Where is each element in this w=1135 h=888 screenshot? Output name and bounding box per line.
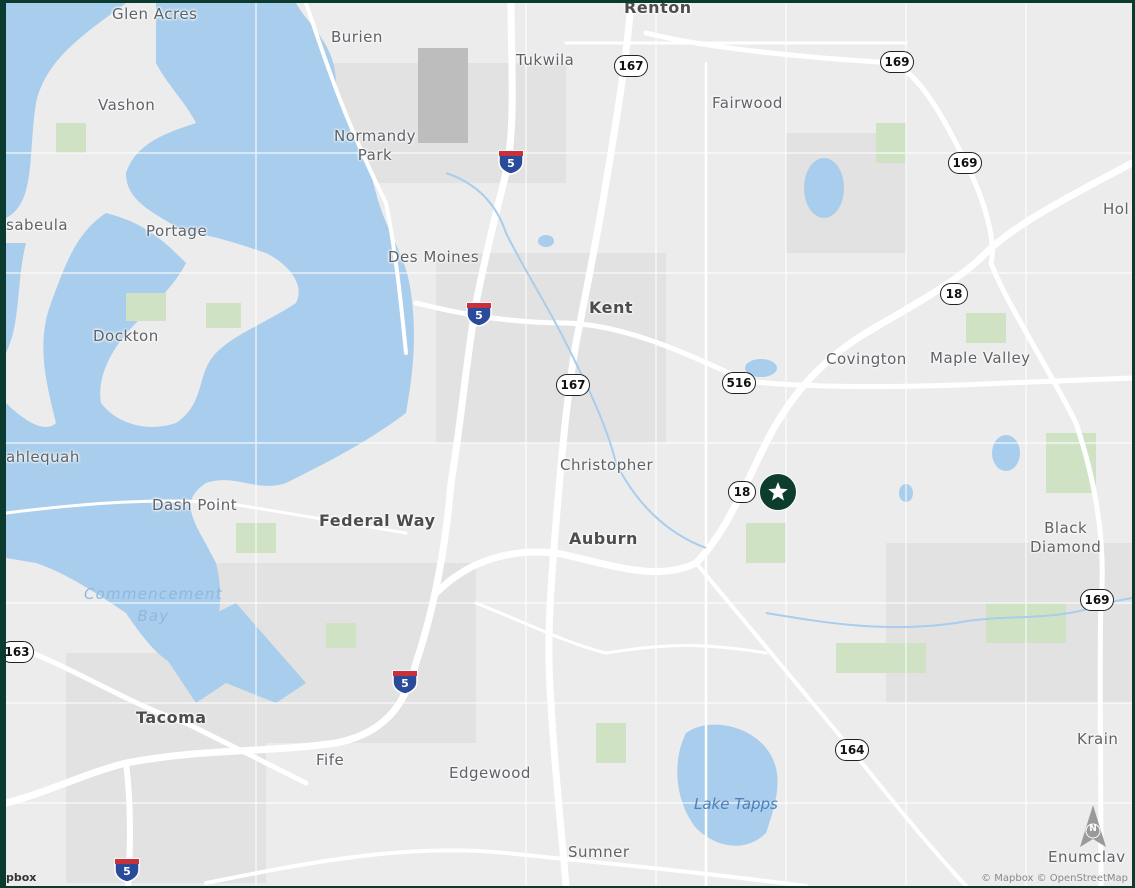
interstate-shield-icon <box>114 858 140 883</box>
place-label-krain: Krain <box>1077 730 1119 748</box>
interstate-shield-5-south: 5 <box>392 669 418 695</box>
map-base-layer <box>6 3 1132 886</box>
place-label-dash-point: Dash Point <box>152 496 238 514</box>
compass-icon <box>1080 805 1106 847</box>
map-canvas[interactable]: Glen Acres Burien Renton Tukwila Vashon … <box>6 3 1132 886</box>
route-shield-18-marker: 18 <box>728 481 756 503</box>
place-label-tukwila: Tukwila <box>516 51 575 69</box>
route-shield-169-mid: 169 <box>948 152 982 174</box>
interstate-shield-icon <box>498 150 524 175</box>
interstate-shield-5-mid: 5 <box>466 301 492 327</box>
route-shield-169-south: 169 <box>1080 589 1114 611</box>
place-label-enumclaw: Enumclav <box>1048 848 1126 866</box>
place-label-isabeula: sabeula <box>6 216 69 234</box>
place-label-renton: Renton <box>624 3 692 17</box>
place-label-edgewood: Edgewood <box>449 764 531 782</box>
place-label-normandy-park: Normandy Park <box>334 127 417 164</box>
route-shield-169-north: 169 <box>880 51 914 73</box>
interstate-shield-5-north: 5 <box>498 149 524 175</box>
route-shield-516: 516 <box>722 372 756 394</box>
place-label-black-diamond: Black Diamond <box>1030 519 1102 556</box>
interstate-number: 5 <box>507 157 515 170</box>
place-label-covington: Covington <box>826 350 907 368</box>
compass-button[interactable]: N <box>1078 805 1108 849</box>
place-label-des-moines: Des Moines <box>388 248 480 266</box>
place-label-sumner: Sumner <box>568 843 630 861</box>
map-attribution[interactable]: © Mapbox © OpenStreetMap <box>981 873 1128 884</box>
route-shield-167-mid: 167 <box>556 374 590 396</box>
place-label-glen-acres: Glen Acres <box>112 5 198 23</box>
route-shield-163: 163 <box>6 641 34 663</box>
route-shield-167-north: 167 <box>614 55 648 77</box>
star-icon <box>768 482 788 501</box>
place-label-dockton: Dockton <box>93 327 159 345</box>
place-label-fairwood: Fairwood <box>712 94 783 112</box>
place-label-portage: Portage <box>146 222 208 240</box>
interstate-shield-icon <box>392 670 418 695</box>
interstate-shield-icon <box>466 302 492 327</box>
location-marker[interactable] <box>759 473 797 511</box>
place-label-tahlequah: ahlequah <box>6 448 80 466</box>
place-label-tacoma: Tacoma <box>136 708 207 727</box>
place-label-burien: Burien <box>331 28 383 46</box>
interstate-number: 5 <box>475 309 483 322</box>
place-label-federal-way: Federal Way <box>319 511 436 530</box>
mapbox-logo[interactable]: pbox <box>6 871 37 884</box>
compass-letter: N <box>1089 824 1097 834</box>
interstate-shield-5-tacoma: 5 <box>114 857 140 883</box>
water-label-lake-tapps: Lake Tapps <box>694 795 778 813</box>
route-shield-18-east: 18 <box>940 283 968 305</box>
place-label-maple-valley: Maple Valley <box>930 349 1031 367</box>
place-label-fife: Fife <box>316 751 345 769</box>
water-label-commencement-bay: Commencement Bay <box>84 585 223 625</box>
place-label-christopher: Christopher <box>560 456 654 474</box>
route-shield-164: 164 <box>835 739 869 761</box>
interstate-number: 5 <box>401 677 409 690</box>
interstate-number: 5 <box>123 865 131 878</box>
place-label-vashon: Vashon <box>98 96 156 114</box>
place-label-kent: Kent <box>589 298 634 317</box>
place-label-hobart: Hol <box>1103 200 1130 218</box>
place-label-auburn: Auburn <box>569 529 638 548</box>
